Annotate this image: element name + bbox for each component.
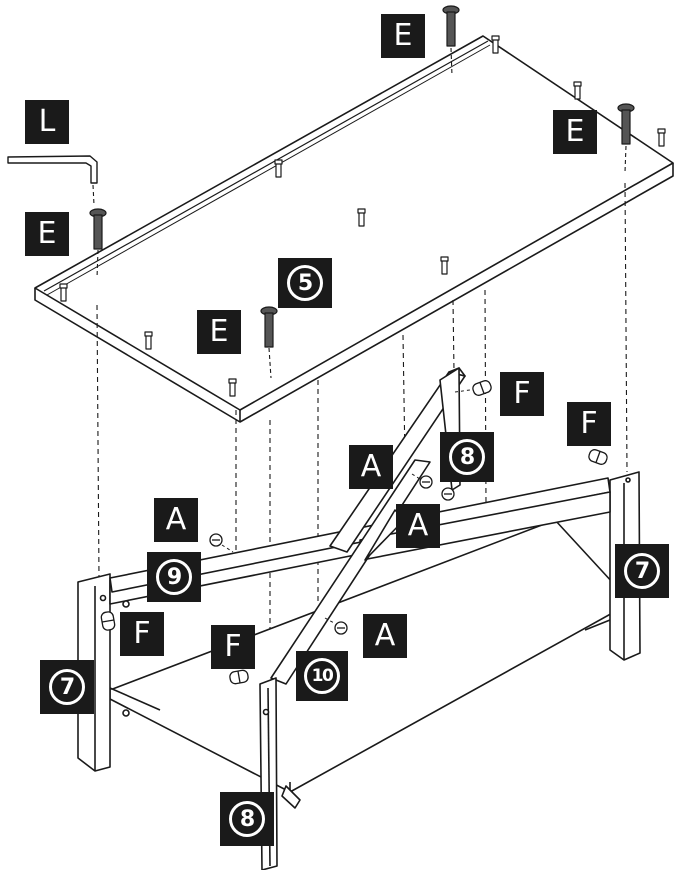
callout-f-bolt: F bbox=[500, 372, 544, 416]
callout-e-screw: E bbox=[381, 14, 425, 58]
part-number-end-frame: 7 bbox=[615, 544, 669, 598]
callout-a-cam-lock: A bbox=[363, 614, 407, 658]
callout-e-screw: E bbox=[553, 110, 597, 154]
part-number-lower-rail: 10 bbox=[296, 651, 348, 701]
part-number-cross-brace: 8 bbox=[220, 792, 274, 846]
part-number-end-frame: 7 bbox=[40, 660, 94, 714]
top-panel bbox=[34, 35, 674, 423]
callout-e-screw: E bbox=[197, 310, 241, 354]
callout-a-cam-lock: A bbox=[154, 498, 198, 542]
callout-f-bolt: F bbox=[120, 612, 164, 656]
part-number-rail: 9 bbox=[147, 552, 201, 602]
cam-bolts-f bbox=[100, 380, 608, 685]
hex-key bbox=[7, 155, 98, 184]
callout-l-hex-key: L bbox=[25, 100, 69, 144]
part-number-cross-brace: 8 bbox=[440, 432, 494, 482]
callout-a-cam-lock: A bbox=[349, 445, 393, 489]
callout-f-bolt: F bbox=[211, 625, 255, 669]
callout-e-screw: E bbox=[25, 212, 69, 256]
callout-a-cam-lock: A bbox=[396, 504, 440, 548]
cam-locks-a bbox=[209, 475, 455, 635]
callout-f-bolt: F bbox=[567, 402, 611, 446]
screw-dashes bbox=[92, 47, 627, 379]
part-number-top-panel: 5 bbox=[278, 258, 332, 308]
screws-e bbox=[89, 5, 635, 348]
